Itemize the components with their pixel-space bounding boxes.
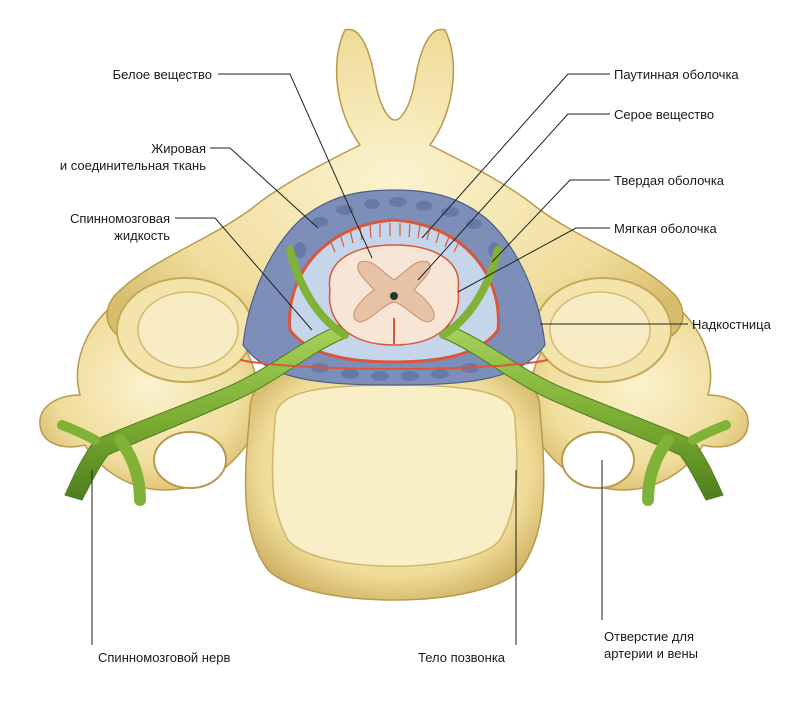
central-canal (390, 292, 398, 300)
label-foramen-line2: артерии и вены (604, 645, 698, 662)
right-articular-surface (550, 292, 650, 368)
label-dura: Твердая оболочка (614, 172, 724, 189)
label-fat-tissue-line2: и соединительная ткань (30, 157, 206, 174)
label-pia: Мягкая оболочка (614, 220, 717, 237)
label-csf-line1: Спинномозговая (30, 210, 170, 227)
label-spinal-nerve: Спинномозговой нерв (98, 649, 230, 666)
label-arachnoid: Паутинная оболочка (614, 66, 739, 83)
label-fat-tissue-line1: Жировая (60, 140, 206, 157)
left-articular-surface (138, 292, 238, 368)
label-grey-matter: Серое вещество (614, 106, 714, 123)
label-foramen-line1: Отверстие для (604, 628, 694, 645)
right-transverse-foramen (562, 432, 634, 488)
vertebral-body-surface (273, 385, 517, 566)
label-periosteum: Надкостница (692, 316, 771, 333)
label-vertebral-body: Тело позвонка (418, 649, 505, 666)
label-white-matter: Белое вещество (98, 66, 212, 83)
label-csf-line2: жидкость (30, 227, 170, 244)
left-transverse-foramen (154, 432, 226, 488)
